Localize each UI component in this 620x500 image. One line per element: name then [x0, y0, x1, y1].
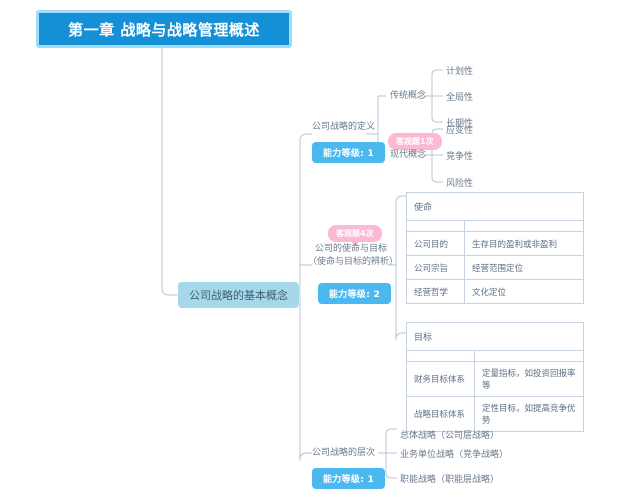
- capability-badge-levels[interactable]: 能力等级: 1: [312, 468, 386, 489]
- root-title-label: 第一章 战略与战略管理概述: [68, 20, 260, 39]
- branch-label-mission-goals-line1: 公司的使命与目标: [314, 244, 387, 254]
- table-row: 战略目标体系 定性目标，如提高竞争优势: [406, 396, 584, 432]
- table-title-cell: 使命: [406, 192, 584, 221]
- table-mission: 使命 公司目的 生存目的盈利或非盈利 公司宗旨 经营范围定位 经营哲学 文化定位: [406, 192, 584, 304]
- capability-badge-definition[interactable]: 能力等级: 1: [312, 142, 386, 163]
- exam-badge-mission-text: 客观题4次: [336, 229, 374, 238]
- leaf-label: 全局性: [446, 93, 474, 103]
- exam-badge-mission[interactable]: 客观题4次: [328, 225, 382, 247]
- table-cell: 经营范围定位: [464, 255, 584, 280]
- leaf-label: 职能战略（职能层战略）: [400, 475, 500, 485]
- table-goal: 目标 财务目标体系 定量指标，如投资回报率等 战略目标体系 定性目标，如提高竞争…: [406, 322, 584, 432]
- table-cell: 定量指标，如投资回报率等: [474, 361, 584, 397]
- leaf-node[interactable]: 业务单位战略（竞争战略）: [400, 447, 508, 460]
- capability-badge-definition-text: 能力等级: 1: [323, 149, 375, 159]
- leaf-label: 总体战略（公司层战略）: [400, 431, 500, 441]
- table-row: 使命: [406, 192, 584, 221]
- subnode-modern-concept[interactable]: 现代概念: [390, 149, 426, 162]
- table-spacer-cell: [406, 350, 475, 362]
- table-cell: 生存目的盈利或非盈利: [464, 231, 584, 256]
- table-spacer-cell: [406, 220, 465, 232]
- capability-badge-mission[interactable]: 能力等级: 2: [318, 283, 392, 304]
- capability-badge-mission-text: 能力等级: 2: [329, 290, 381, 300]
- table-row: [406, 220, 584, 232]
- leaf-label: 风险性: [446, 179, 474, 189]
- leaf-label: 长期性: [446, 119, 474, 129]
- table-cell: 定性目标，如提高竞争优势: [474, 396, 584, 432]
- branch-label-mission-goals[interactable]: 公司的使命与目标 （使命与目标的辨析）: [308, 243, 399, 269]
- table-cell: 公司目的: [406, 231, 465, 256]
- table-cell: 公司宗旨: [406, 255, 465, 280]
- subnode-traditional-concept-text: 传统概念: [390, 91, 427, 101]
- table-cell: 战略目标体系: [406, 396, 475, 432]
- table-row: 目标: [406, 322, 584, 351]
- table-row: 公司宗旨 经营范围定位: [406, 255, 584, 280]
- leaf-node[interactable]: 应变性: [446, 123, 473, 136]
- leaf-node[interactable]: 风险性: [446, 176, 473, 189]
- level1-node-basic-concepts[interactable]: 公司战略的基本概念: [178, 282, 299, 308]
- branch-label-levels[interactable]: 公司战略的层次: [312, 447, 375, 460]
- root-title-node[interactable]: 第一章 战略与战略管理概述: [36, 10, 292, 48]
- table-row: 财务目标体系 定量指标，如投资回报率等: [406, 361, 584, 397]
- capability-badge-levels-text: 能力等级: 1: [323, 475, 375, 485]
- table-cell: 经营哲学: [406, 279, 465, 304]
- table-title-cell: 目标: [406, 322, 584, 351]
- leaf-label: 业务单位战略（竞争战略）: [400, 450, 509, 460]
- leaf-node[interactable]: 计划性: [446, 64, 473, 77]
- leaf-node[interactable]: 全局性: [446, 90, 473, 103]
- level1-node-label: 公司战略的基本概念: [189, 289, 288, 302]
- branch-label-definition[interactable]: 公司战略的定义: [312, 121, 375, 134]
- branch-label-mission-goals-line2: （使命与目标的辨析）: [308, 257, 399, 267]
- table-row: 公司目的 生存目的盈利或非盈利: [406, 231, 584, 256]
- leaf-node[interactable]: 竞争性: [446, 149, 473, 162]
- leaf-node[interactable]: 职能战略（职能层战略）: [400, 472, 499, 485]
- table-cell: 文化定位: [464, 279, 584, 304]
- branch-label-levels-text: 公司战略的层次: [312, 448, 376, 458]
- exam-badge-definition[interactable]: 客观题1次: [388, 133, 442, 155]
- leaf-label: 竞争性: [446, 152, 474, 162]
- leaf-label: 应变性: [446, 126, 474, 136]
- table-row: [406, 350, 584, 362]
- subnode-modern-concept-text: 现代概念: [390, 150, 427, 160]
- leaf-node[interactable]: 总体战略（公司层战略）: [400, 428, 499, 441]
- table-spacer-cell: [464, 220, 584, 232]
- exam-badge-definition-text: 客观题1次: [396, 137, 434, 146]
- table-row: 经营哲学 文化定位: [406, 279, 584, 304]
- subnode-traditional-concept[interactable]: 传统概念: [390, 90, 426, 103]
- table-spacer-cell: [474, 350, 584, 362]
- table-cell: 财务目标体系: [406, 361, 475, 397]
- leaf-node[interactable]: 长期性: [446, 116, 473, 129]
- leaf-label: 计划性: [446, 67, 474, 77]
- branch-label-definition-text: 公司战略的定义: [312, 122, 376, 132]
